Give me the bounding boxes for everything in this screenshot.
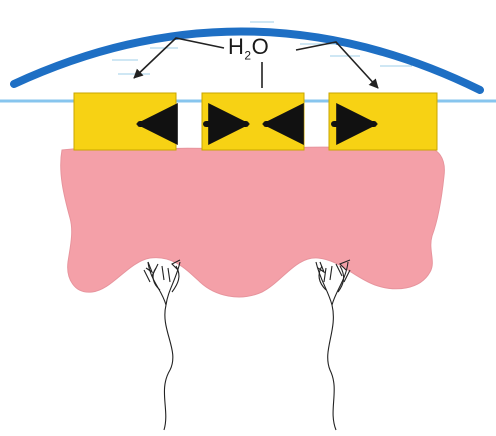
nerve-ending-right: [316, 260, 350, 430]
nerve-ending-left: [144, 260, 180, 430]
tissue-layer: [61, 147, 445, 297]
h2o-label: H2O: [228, 34, 269, 62]
h2o-subscript: 2: [244, 48, 251, 62]
